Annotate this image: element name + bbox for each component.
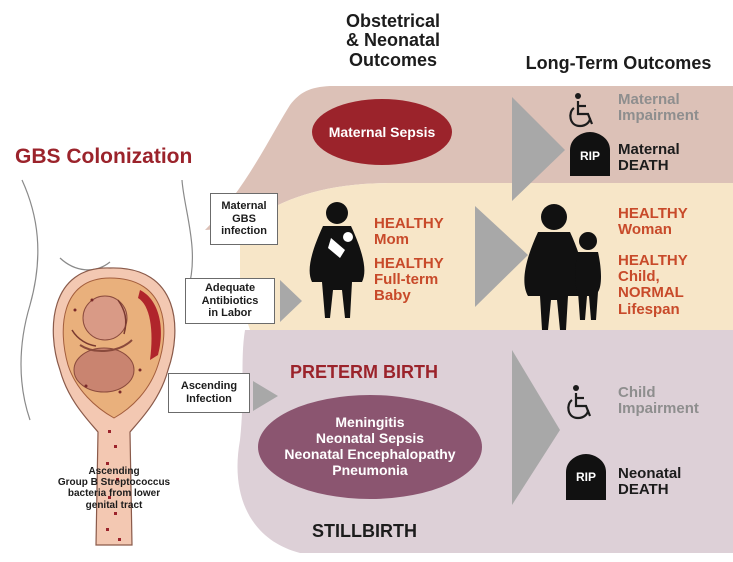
obstetrical-header: Obstetrical & Neonatal Outcomes	[318, 11, 468, 70]
text-line: Mom	[374, 231, 409, 249]
arrow-antibiotics	[280, 280, 302, 322]
box-line: GBS	[232, 212, 256, 225]
neonatal-complications-ellipse	[258, 395, 482, 499]
box-line: Ascending	[180, 380, 238, 393]
mother-baby-icon	[309, 202, 365, 318]
maternal-death-label: Maternal DEATH	[618, 141, 680, 175]
text-line: Woman	[618, 221, 672, 239]
stillbirth-label: STILLBIRTH	[312, 521, 417, 541]
caption-line: Ascending	[88, 466, 140, 477]
neonatal-item: Meningitis	[335, 414, 405, 430]
text-line: Baby	[374, 287, 411, 305]
text-line: DEATH	[618, 157, 669, 175]
caption-line: genital tract	[85, 499, 143, 511]
ascending-infection-box: Ascending Infection	[168, 373, 250, 413]
uterus-fetus-illustration	[52, 267, 176, 546]
maternal-impairment-label: Maternal Impairment	[618, 91, 699, 125]
text-line: HEALTHY	[618, 252, 688, 269]
box-line: Infection	[186, 393, 232, 405]
long-term-header: Long-Term Outcomes	[525, 53, 712, 73]
text-line: HEALTHY	[374, 255, 444, 272]
child-figure-icon	[575, 232, 601, 320]
text-line: HEALTHY	[374, 215, 444, 232]
text-line: Impairment	[618, 107, 699, 125]
text-line: Neonatal	[618, 465, 682, 482]
tombstone-icon	[566, 454, 606, 500]
healthy-child-label: HEALTHY Child, NORMAL Lifespan	[618, 252, 688, 318]
antibiotics-box: Adequate Antibiotics in Labor	[185, 278, 275, 324]
text-line: NORMAL	[618, 284, 684, 302]
text-line: Child	[618, 384, 656, 401]
tombstone-rip-text: RIP	[579, 149, 600, 163]
arrow-to-healthy-outcomes	[475, 206, 528, 307]
healthy-baby-label: HEALTHY Full-term Baby	[374, 255, 444, 305]
woman-figure-icon	[524, 204, 584, 330]
maternal-sepsis-ellipse	[312, 99, 452, 165]
text-line: DEATH	[618, 481, 669, 499]
box-line: infection	[221, 225, 267, 238]
neonatal-complications-list: Meningitis Neonatal Sepsis Neonatal Ence…	[258, 414, 482, 478]
text-line: Lifespan	[618, 300, 680, 318]
wheelchair-icon	[567, 385, 592, 420]
preterm-birth-label: PRETERM BIRTH	[290, 362, 438, 382]
box-line: Antibiotics	[201, 294, 259, 307]
header-line: Obstetrical	[345, 11, 441, 31]
healthy-mom-label: HEALTHY Mom	[374, 215, 444, 249]
arrow-to-maternal-outcomes	[512, 97, 565, 201]
text-line: Maternal	[618, 141, 680, 158]
header-line: Outcomes	[348, 49, 438, 70]
arrow-ascending	[253, 381, 278, 411]
body-outline	[20, 179, 194, 421]
neonatal-item: Neonatal Sepsis	[315, 430, 425, 447]
wheelchair-icon	[569, 93, 594, 128]
text-line: Full-term	[374, 271, 439, 289]
ascending-gbs-caption: Ascending Group B Streptococcus bacteria…	[48, 466, 180, 511]
gbs-colonization-title: GBS Colonization	[15, 145, 193, 168]
text-line: HEALTHY	[618, 205, 688, 222]
text-line: Impairment	[618, 400, 699, 418]
neonatal-death-label: Neonatal DEATH	[618, 465, 682, 499]
box-line: in Labor	[208, 307, 252, 320]
header-line: & Neonatal	[345, 30, 441, 51]
child-impairment-label: Child Impairment	[618, 384, 699, 418]
text-line: Child,	[618, 268, 660, 286]
text-line: Maternal	[618, 91, 680, 108]
box-line: Adequate	[204, 282, 256, 295]
maternal-infection-box: Maternal GBS infection	[210, 193, 278, 245]
arrow-to-neonatal-outcomes	[512, 350, 560, 505]
neonatal-item: Neonatal Encephalopathy	[284, 446, 456, 463]
maternal-sepsis-label: Maternal Sepsis	[328, 124, 436, 140]
box-line: Maternal	[221, 200, 267, 213]
tombstone-icon	[570, 132, 610, 176]
caption-line: Group B Streptococcus	[57, 477, 171, 489]
healthy-woman-label: HEALTHY Woman	[618, 205, 688, 239]
caption-line: bacteria from lower	[67, 488, 161, 500]
neonatal-item: Pneumonia	[332, 462, 408, 479]
tombstone-rip-text: RIP	[575, 470, 596, 484]
